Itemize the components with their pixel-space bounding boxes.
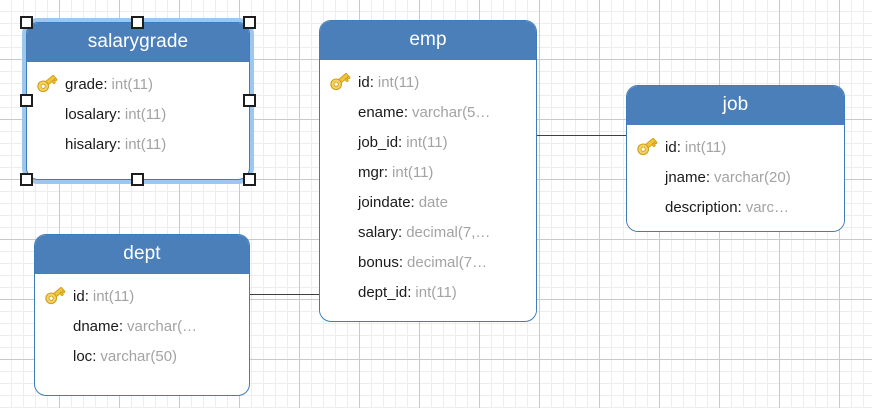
handle-middle-left[interactable] <box>20 94 33 107</box>
field-colon: : <box>410 193 415 211</box>
field-name: ename <box>358 103 404 121</box>
field-colon: : <box>398 223 403 241</box>
entity-title-job: job <box>627 86 844 125</box>
field-row[interactable]: loc:varchar(50) <box>35 341 249 371</box>
field-row[interactable]: description:varc… <box>627 192 844 222</box>
field-type: decimal(7… <box>407 253 488 271</box>
connector-emp-job[interactable] <box>537 135 626 136</box>
handle-bottom-left[interactable] <box>20 173 33 186</box>
field-colon: : <box>92 347 97 365</box>
field-row[interactable]: ename:varchar(5… <box>320 97 536 127</box>
entity-title-salarygrade: salarygrade <box>27 23 249 62</box>
field-type: int(11) <box>124 135 167 153</box>
field-type: int(11) <box>124 105 167 123</box>
field-type: varchar(5… <box>412 103 491 121</box>
field-row[interactable]: hisalary:int(11) <box>27 129 249 159</box>
field-name: id <box>73 287 85 305</box>
field-colon: : <box>118 317 124 335</box>
field-name: grade <box>65 75 104 93</box>
field-type: int(11) <box>415 283 457 301</box>
handle-bottom-right[interactable] <box>243 173 256 186</box>
field-type: varchar(50) <box>100 347 178 365</box>
field-colon: : <box>398 253 404 271</box>
field-name: joindate <box>358 193 411 211</box>
field-colon: : <box>103 75 108 93</box>
field-row[interactable]: dept_id:int(11) <box>320 277 536 307</box>
field-type: varc… <box>745 198 790 216</box>
field-name: loc <box>73 347 93 365</box>
field-colon: : <box>116 105 121 123</box>
handle-top-left[interactable] <box>20 16 33 29</box>
entity-fields-salarygrade: grade:int(11)losalary:int(11)hisalary:in… <box>27 62 249 168</box>
handle-top-right[interactable] <box>243 16 256 29</box>
field-colon: : <box>398 133 403 151</box>
connector-dept-emp[interactable] <box>250 294 319 295</box>
key-icon <box>635 136 659 158</box>
entity-fields-dept: id:int(11)dname:varchar(…loc:varchar(50) <box>35 274 249 380</box>
key-icon <box>43 285 67 307</box>
field-colon: : <box>84 287 89 305</box>
handle-bottom-center[interactable] <box>131 173 144 186</box>
field-type: int(11) <box>392 163 434 181</box>
entity-title-emp: emp <box>320 21 536 60</box>
field-colon: : <box>383 163 389 181</box>
field-colon: : <box>676 138 681 156</box>
field-name: id <box>665 138 677 156</box>
field-row[interactable]: bonus:decimal(7… <box>320 247 536 277</box>
key-icon <box>35 73 59 95</box>
field-name: jname <box>665 168 706 186</box>
field-row[interactable]: losalary:int(11) <box>27 99 249 129</box>
field-colon: : <box>369 73 374 91</box>
field-row[interactable]: dname:varchar(… <box>35 311 249 341</box>
field-type: varchar(… <box>127 317 198 335</box>
field-type: int(11) <box>92 287 135 305</box>
field-row[interactable]: mgr:int(11) <box>320 157 536 187</box>
field-type: int(11) <box>377 73 420 91</box>
field-type: date <box>418 193 448 211</box>
field-name: bonus <box>358 253 399 271</box>
field-name: losalary <box>65 105 117 123</box>
field-colon: : <box>705 168 711 186</box>
entity-fields-emp: id:int(11)ename:varchar(5…job_id:int(11)… <box>320 60 536 316</box>
field-row[interactable]: grade:int(11) <box>27 69 249 99</box>
field-type: varchar(20) <box>714 168 791 186</box>
handle-middle-right[interactable] <box>243 94 256 107</box>
field-name: mgr <box>358 163 384 181</box>
field-name: dname <box>73 317 119 335</box>
field-row[interactable]: id:int(11) <box>320 67 536 97</box>
field-name: description <box>665 198 738 216</box>
entity-title-dept: dept <box>35 235 249 274</box>
handle-top-center[interactable] <box>131 16 144 29</box>
field-type: decimal(7,… <box>406 223 491 241</box>
field-row[interactable]: joindate:date <box>320 187 536 217</box>
entity-fields-job: id:int(11)jname:varchar(20)description:v… <box>627 125 844 231</box>
field-type: int(11) <box>684 138 727 156</box>
field-row[interactable]: job_id:int(11) <box>320 127 536 157</box>
field-colon: : <box>407 283 412 301</box>
field-name: salary <box>358 223 399 241</box>
field-colon: : <box>403 103 409 121</box>
field-name: job_id <box>358 133 399 151</box>
field-colon: : <box>116 135 121 153</box>
field-type: int(11) <box>406 133 448 151</box>
field-colon: : <box>737 198 742 216</box>
field-name: dept_id <box>358 283 408 301</box>
field-row[interactable]: jname:varchar(20) <box>627 162 844 192</box>
key-icon <box>328 71 352 93</box>
field-row[interactable]: id:int(11) <box>627 132 844 162</box>
field-row[interactable]: salary:decimal(7,… <box>320 217 536 247</box>
field-name: id <box>358 73 370 91</box>
field-row[interactable]: id:int(11) <box>35 281 249 311</box>
field-name: hisalary <box>65 135 117 153</box>
field-type: int(11) <box>111 75 153 93</box>
